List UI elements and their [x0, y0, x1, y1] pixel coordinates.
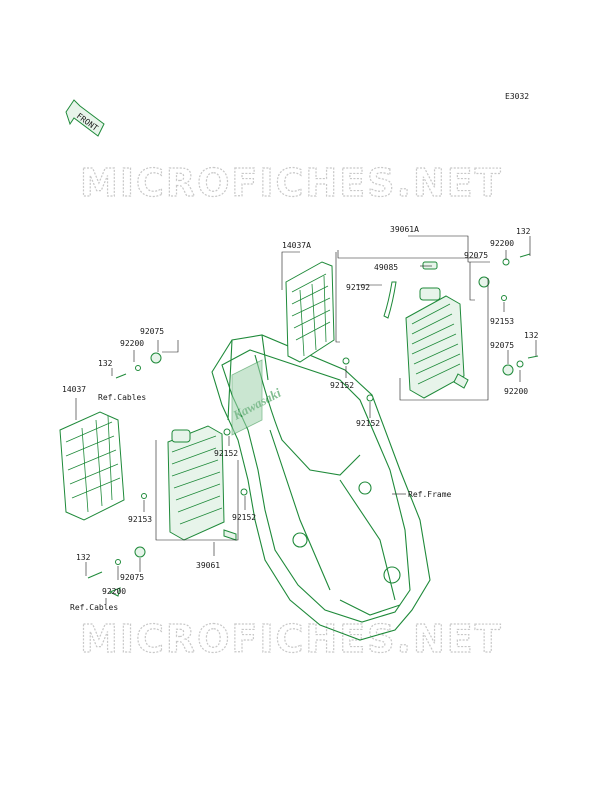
- label-ref-cables-upper: Ref.Cables: [98, 393, 146, 402]
- label-92152-center-lower: 92152: [356, 419, 380, 428]
- label-39061A: 39061A: [390, 225, 419, 234]
- label-92152-left-upper: 92152: [214, 449, 238, 458]
- label-92075-left-upper: 92075: [140, 327, 164, 336]
- label-132-right-lower: 132: [524, 331, 539, 340]
- radiator-left: [167, 425, 237, 541]
- part-labels: 14037A 39061A 132 92200 49085 92075 9219…: [62, 225, 539, 612]
- label-39061: 39061: [196, 561, 220, 570]
- watermark-top: MICROFICHES.NET: [80, 161, 503, 205]
- label-92200-left-upper: 92200: [120, 339, 144, 348]
- radiator-shroud-left: [59, 411, 125, 521]
- diagram-code: E3032: [505, 92, 529, 101]
- watermark-bottom: MICROFICHES.NET: [80, 617, 503, 661]
- label-92192: 92192: [346, 283, 370, 292]
- label-14037: 14037: [62, 385, 86, 394]
- frame-outline: [211, 334, 431, 641]
- label-92200-right-lower: 92200: [504, 387, 528, 396]
- label-92075-right-upper: 92075: [464, 251, 488, 260]
- label-ref-frame: Ref.Frame: [408, 490, 452, 499]
- label-ref-cables-lower: Ref.Cables: [70, 603, 118, 612]
- label-92200-left-lower: 92200: [102, 587, 126, 596]
- label-132-left-lower: 132: [76, 553, 91, 562]
- leader-lines: [75, 235, 537, 604]
- label-14037A: 14037A: [282, 241, 311, 250]
- radiator-shroud-right: [285, 261, 335, 363]
- label-92152-center-upper: 92152: [330, 381, 354, 390]
- right-hardware: [342, 253, 539, 402]
- hose-92192: [383, 281, 397, 319]
- label-92153-right: 92153: [490, 317, 514, 326]
- label-92075-left-lower: 92075: [120, 573, 144, 582]
- label-92152-left-lower: 92152: [232, 513, 256, 522]
- left-hardware: [87, 352, 248, 597]
- radiator-right: [405, 261, 469, 399]
- label-92075-right-lower: 92075: [490, 341, 514, 350]
- label-132-right-upper: 132: [516, 227, 531, 236]
- label-92153-left: 92153: [128, 515, 152, 524]
- label-49085: 49085: [374, 263, 398, 272]
- label-132-left-upper: 132: [98, 359, 113, 368]
- label-92200-right-upper: 92200: [490, 239, 514, 248]
- front-arrow-icon: FRONT: [65, 99, 105, 137]
